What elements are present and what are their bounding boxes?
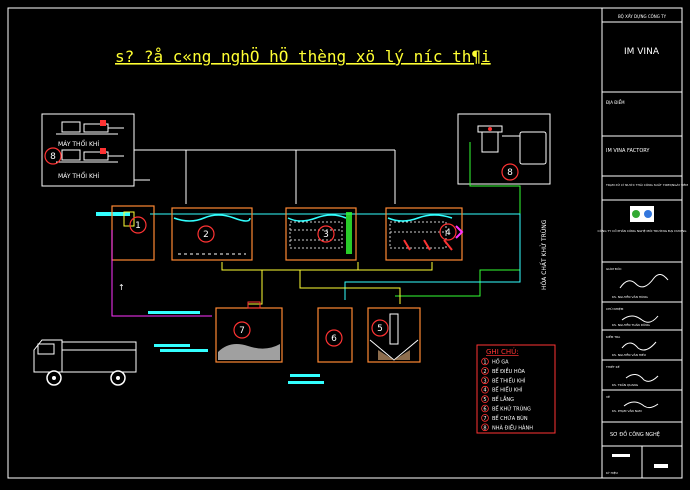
legend-label: BỂ CHỨA BÙN [492,414,528,422]
page-title: s? ?å c«ng nghÖ hÖ thèng xö lý n­íc th¶i [115,47,491,66]
tb-signer-4: KS. TRẦN QUANG [612,382,639,387]
legend-number: 5 [483,397,486,403]
legend-label: HỐ GA [492,358,509,366]
legend-label: NHÀ ĐIỀU HÀNH [492,423,533,431]
chemical-house: 8 [457,113,551,185]
legend-row: 4 BỂ HIẾU KHÍ [481,385,523,394]
legend-number: 7 [483,416,486,422]
signature-5-icon [623,401,659,409]
blower-label-bottom: MÁY THỔI KHÍ [58,172,99,180]
legend-number: 4 [483,388,486,394]
marker-8-left [44,147,62,165]
tank-5-settling: 5 [367,307,421,363]
legend-title: GHI CHÚ: [486,347,519,356]
blower-bottom-icon [56,148,124,163]
return-line [150,213,521,300]
signature-4-icon [625,374,659,382]
legend-label: BỂ ĐIỀU HÒA [492,367,526,375]
legend-row: 2 BỂ ĐIỀU HÒA [481,367,526,375]
tb-field-a: ĐỊA ĐIỂM [606,100,625,105]
legend-label: BỂ THIẾU KHÍ [492,376,526,384]
screen-basket-icon [123,211,135,227]
contractor-logo-icon [630,206,654,222]
legend-number: 2 [483,369,486,375]
legend-label: BỂ KHỬ TRÙNG [492,405,531,413]
marker-8-left-label: 8 [50,152,56,162]
signature-3-icon [621,341,657,351]
tank-4-aerobic: 4 [385,207,464,261]
marker-8-right [501,163,519,181]
tb-sign-role-3: KIỂM TRA [606,334,621,339]
legend-label: BỂ HIẾU KHÍ [492,386,523,394]
chemical-tank-icon [519,131,547,165]
sludge-line [248,262,359,305]
tank-3-anoxic: 3 [285,207,357,261]
legend-row: 5 BỂ LẮNG [481,395,514,403]
title-block: BỘ XÂY DỰNG CÔNG TY IM VINA ĐỊA ĐIỂM IM … [598,7,688,479]
tb-drawing-title: SƠ ĐỒ CÔNG NGHỆ [610,429,660,438]
tb-signer-5: KS. PHẠM VĂN NAM [612,408,642,413]
tb-header: BỘ XÂY DỰNG CÔNG TY [618,14,667,19]
chemical-house-frame [457,113,551,185]
blower-room: MÁY THỔI KHÍ MÁY THỔI KHÍ 8 [41,113,135,187]
annotation-bar [148,311,200,314]
tb-sign-role-5: VẼ [606,394,610,399]
tb-footer: KÝ HIỆU [606,470,618,475]
tb-company: IM VINA [624,47,660,57]
legend-marker [481,395,489,403]
legend-number: 1 [483,360,486,366]
legend-label: BỂ LẮNG [492,395,514,403]
blower-top-icon [56,120,124,135]
legend-row: 7 BỂ CHỨA BÙN [481,414,528,422]
tb-signer-3: KS. NGUYỄN VĂN HIẾU [612,351,646,357]
tb-sign-role-2: CHỦ NHIỆM [606,306,624,311]
legend-marker [481,404,489,413]
tank-7-number: 7 [239,326,245,336]
legend-number: 8 [483,425,486,431]
svg-text:↑: ↑ [118,283,125,292]
tank-7-sludge: 7 [215,301,283,363]
tank-6-disinfection: 6 [317,307,353,363]
signature-1-icon [619,274,669,289]
tank-1-number: 1 [135,221,141,231]
legend-marker [481,367,489,375]
sludge-truck-icon [33,339,137,386]
legend-row: 3 BỂ THIẾU KHÍ [481,376,526,385]
legend-row: 8 NHÀ ĐIỀU HÀNH [481,423,533,432]
tb-sign-role-1: GIÁM ĐỐC [606,266,622,271]
tb-signer-2: KS. NGUYỄN TUẤN DŨNG [612,322,650,327]
tank-6-number: 6 [331,334,337,344]
tank-4-number: 4 [445,228,451,238]
legend-marker [481,376,489,385]
tb-signer-1: KS. NGUYỄN VĂN HÙNG [612,294,648,299]
tank-2-equalization: 2 [171,207,253,261]
legend-number: 3 [483,378,486,384]
tb-sign-role-4: THIẾT KẾ [605,363,620,369]
recirculation-line [111,230,212,317]
legend-number: 6 [483,407,486,413]
tank-2-number: 2 [203,230,209,240]
tb-contractor: CÔNG TY CỔ PHẦN CÔNG NGHỆ MÔI TRƯỜNG ĐẠI… [598,228,688,233]
legend-marker [481,385,489,394]
tb-desc: TRẠM XỬ LÝ NƯỚC THẢI CÔNG SUẤT 70M3/NGÀY… [605,182,688,187]
signature-2-icon [621,315,659,323]
legend-marker [481,423,489,432]
marker-8-right-label: 8 [507,168,513,178]
blower-label-top: MÁY THỔI KHÍ [58,140,99,148]
legend-row: 6 BỂ KHỬ TRÙNG [481,404,531,413]
legend-frame [476,344,556,434]
legend: GHI CHÚ: 1 HỐ GA 2 BỂ ĐIỀU HÒA 3 BỂ THIẾU KHÍ… [476,344,556,434]
dosing-pump-icon [481,131,499,153]
tank-5-number: 5 [377,324,383,334]
tank-3-number: 3 [323,230,329,240]
legend-marker [481,357,489,366]
chem-label: HÓA CHẤT KHỬ TRÙNG [540,219,548,290]
tb-project: IM VINA FACTORY [606,148,650,154]
legend-row: 1 HỐ GA [481,357,509,366]
legend-marker [481,414,489,422]
